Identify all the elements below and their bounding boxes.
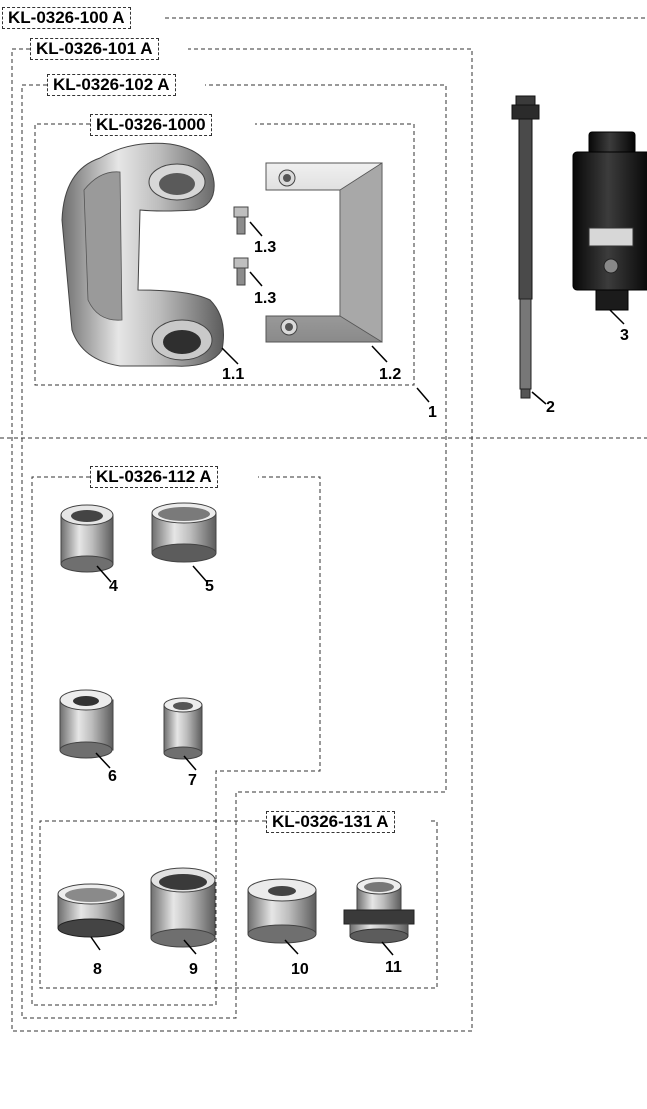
part-3-leader [610,310,624,324]
part-number-5: 5 [205,578,214,596]
kit-label-1000: KL-0326-1000 [90,114,212,136]
ring-part-5 [152,503,216,562]
spindle-part [512,96,539,398]
plate-frame-part [266,163,382,342]
cup-part-10 [248,879,316,943]
part-number-10: 10 [291,961,309,979]
part-number-8: 8 [93,961,102,979]
part-number-1-2: 1.2 [379,366,401,384]
part-11-leader [382,942,393,955]
part-number-4: 4 [109,578,118,596]
part-1-3-leader-lower [250,272,262,286]
part-1-1-leader [222,348,238,364]
part-1-2-leader [372,346,387,362]
kit-label-101: KL-0326-101 A [30,38,159,60]
part-number-9: 9 [189,961,198,979]
ring-part-8 [58,884,124,937]
part-number-1: 1 [428,404,437,422]
part-8-leader [91,937,100,950]
sleeve-part-4 [61,505,113,572]
part-number-11: 11 [385,959,402,977]
screw-part-lower [234,258,248,285]
sleeve-part-6 [60,690,113,758]
part-number-3: 3 [620,327,629,345]
kit-label-102: KL-0326-102 A [47,74,176,96]
kit-label-100: KL-0326-100 A [2,7,131,29]
kit-label-112: KL-0326-112 A [90,466,218,488]
kit-label-131: KL-0326-131 A [266,811,395,833]
part-2-leader [532,392,546,404]
part-number-1-3-upper: 1.3 [254,239,276,257]
part-1-leader [417,388,429,402]
part-number-1-3-lower: 1.3 [254,290,276,308]
part-number-1-1: 1.1 [222,366,244,384]
sleeve-part-7 [164,698,202,759]
c-frame-part [62,143,224,366]
hydraulic-cylinder-part [573,132,647,310]
screw-part-upper [234,207,248,234]
adapter-part-11 [344,878,414,943]
cup-part-9 [151,868,215,947]
part-number-7: 7 [188,772,197,790]
part-number-6: 6 [108,768,117,786]
part-1-3-leader-upper [250,222,262,236]
part-number-2: 2 [546,399,555,417]
